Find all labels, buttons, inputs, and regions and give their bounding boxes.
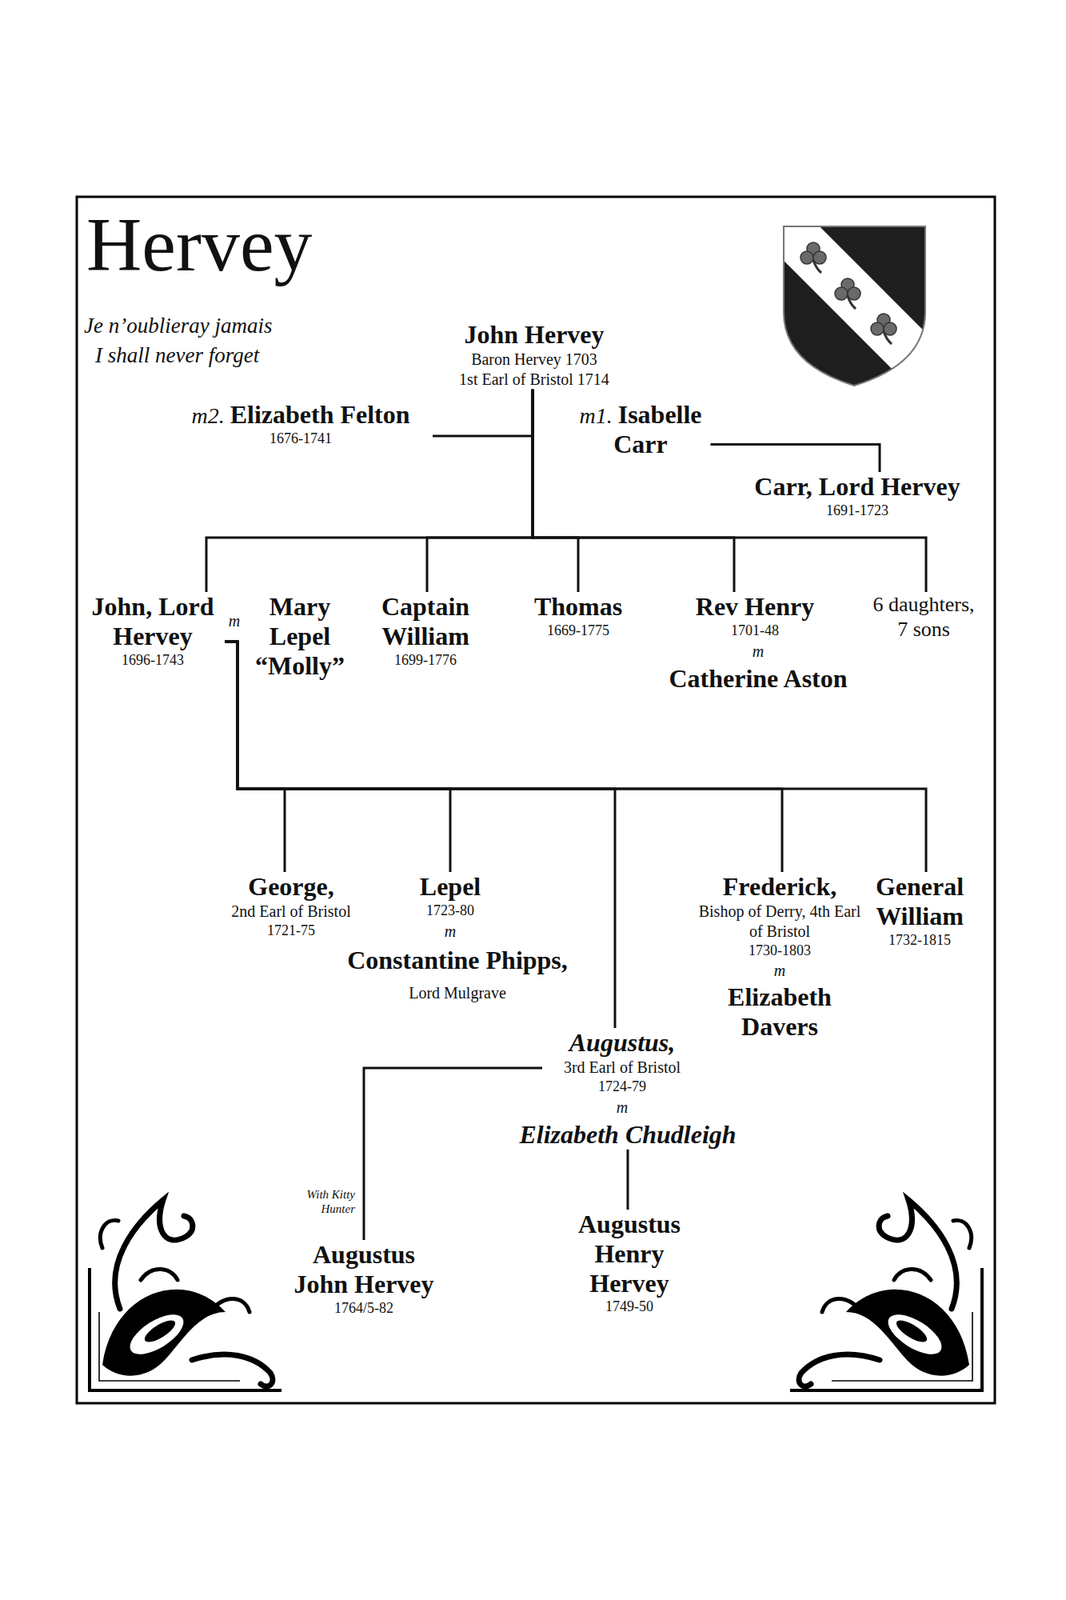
life-dates: 1701-48 <box>658 621 851 640</box>
person-entry: George,2nd Earl of Bristol1721-75 <box>203 871 380 939</box>
person-name: Thomas <box>514 591 643 622</box>
person-name: John, Lord Hervey <box>80 591 225 651</box>
person-name: Elizabeth Felton <box>230 399 411 429</box>
person-entry: Elizabeth Chudleigh <box>491 1119 764 1150</box>
title-line: Baron Hervey 1703 <box>398 349 671 370</box>
title-line: 2nd Earl of Bristol <box>203 901 380 922</box>
life-dates: 1676-1741 <box>168 429 433 448</box>
person-name: Captain William <box>365 591 486 651</box>
corner-ornament <box>790 1199 983 1390</box>
person-name: General William <box>863 871 976 931</box>
marriage-mark: m <box>752 641 764 661</box>
person-entry: Mary Lepel “Molly” <box>251 591 348 680</box>
person-entry: Catherine Aston <box>638 663 879 694</box>
life-dates: 1721-75 <box>203 921 380 940</box>
marriage-mark: m <box>444 921 456 941</box>
coat-of-arms <box>755 197 956 398</box>
person-entry: Captain William1699-1776 <box>365 591 486 669</box>
person-name: John Hervey <box>398 319 671 350</box>
person-entry: Thomas1669-1775 <box>514 591 643 639</box>
marriage-order: m2. <box>191 403 224 428</box>
life-dates: 1724-79 <box>542 1077 703 1096</box>
person-entry: Constantine Phipps, Lord Mulgrave <box>321 945 594 1003</box>
lineage-line <box>710 444 881 472</box>
person-entry: Carr, Lord Hervey1691-1723 <box>729 471 986 520</box>
person-entry: General William1732-1815 <box>863 871 976 949</box>
person-entry: Augustus Henry Hervey1749-50 <box>557 1209 702 1316</box>
title-line: Lord Mulgrave <box>321 982 594 1003</box>
life-dates: 1730-1803 <box>695 941 864 960</box>
title: Hervey <box>86 206 313 284</box>
lineage-line <box>626 1149 630 1210</box>
title-line: Bishop of Derry, 4th Earl of Bristol <box>695 901 864 942</box>
life-dates: 1749-50 <box>557 1297 702 1316</box>
person-entry: 6 daughters, 7 sons <box>871 591 976 642</box>
person-name: Catherine Aston <box>638 663 879 694</box>
marriage-mark: m <box>616 1097 628 1117</box>
lineage-line <box>224 641 615 1028</box>
title-line: 1st Earl of Bristol 1714 <box>398 369 671 390</box>
person-name: Augustus Henry Hervey <box>557 1209 702 1298</box>
person-entry: John HerveyBaron Hervey 17031st Earl of … <box>398 319 671 390</box>
person-entry: Elizabeth Davers <box>715 982 844 1042</box>
person-name: Mary Lepel “Molly” <box>251 591 348 680</box>
life-dates: 1696-1743 <box>80 650 225 670</box>
person-entry: m2.Elizabeth Felton1676-1741 <box>168 399 433 448</box>
life-dates: 1699-1776 <box>365 650 486 670</box>
person-name: Rev Henry <box>658 591 851 622</box>
edge-note: With Kitty Hunter <box>281 1186 356 1216</box>
life-dates: 1691-1723 <box>729 501 986 520</box>
person-name: 6 daughters, 7 sons <box>871 591 976 642</box>
lineage-line <box>206 389 533 592</box>
person-name: Constantine Phipps, <box>321 945 594 975</box>
lineage-line <box>427 389 533 592</box>
person-entry: Rev Henry1701-48 <box>658 591 851 639</box>
marriage-mark: m <box>228 610 240 631</box>
person-name: George, <box>203 871 380 902</box>
person-name: Elizabeth Chudleigh <box>491 1119 764 1150</box>
person-entry: Lepel1723-80 <box>402 871 499 919</box>
page-frame <box>76 196 995 1403</box>
person-name: Isabelle Carr <box>613 399 702 459</box>
person-name: Lepel <box>402 871 499 902</box>
lineage-line <box>532 389 735 592</box>
lineage-line <box>532 389 579 592</box>
person-name: Augustus, <box>542 1027 703 1058</box>
life-dates: 1669-1775 <box>514 621 643 640</box>
person-entry: Augustus,3rd Earl of Bristol1724-79 <box>542 1027 703 1095</box>
person-entry: John, Lord Hervey1696-1743 <box>80 591 225 669</box>
person-name: Elizabeth Davers <box>715 982 844 1042</box>
life-dates: 1764/5-82 <box>291 1298 436 1318</box>
corner-ornament <box>89 1199 282 1390</box>
title-line: 3rd Earl of Bristol <box>542 1057 703 1078</box>
lineage-line <box>363 1067 543 1240</box>
person-name: Carr, Lord Hervey <box>729 471 986 502</box>
motto: Je n’oublieray jamais <box>83 312 272 339</box>
person-entry: Augustus John Hervey1764/5-82 <box>291 1239 436 1317</box>
marriage-mark: m <box>774 960 786 980</box>
life-dates: 1732-1815 <box>863 930 976 950</box>
person-entry: Frederick,Bishop of Derry, 4th Earl of B… <box>695 871 864 959</box>
person-entry: m1.Isabelle Carr <box>570 399 711 460</box>
person-name: Augustus John Hervey <box>291 1239 436 1299</box>
marriage-order: m1. <box>578 403 612 428</box>
life-dates: 1723-80 <box>402 901 499 920</box>
motto-translation: I shall never forget <box>95 342 260 368</box>
person-name: Frederick, <box>695 871 864 902</box>
lineage-line <box>432 389 533 436</box>
